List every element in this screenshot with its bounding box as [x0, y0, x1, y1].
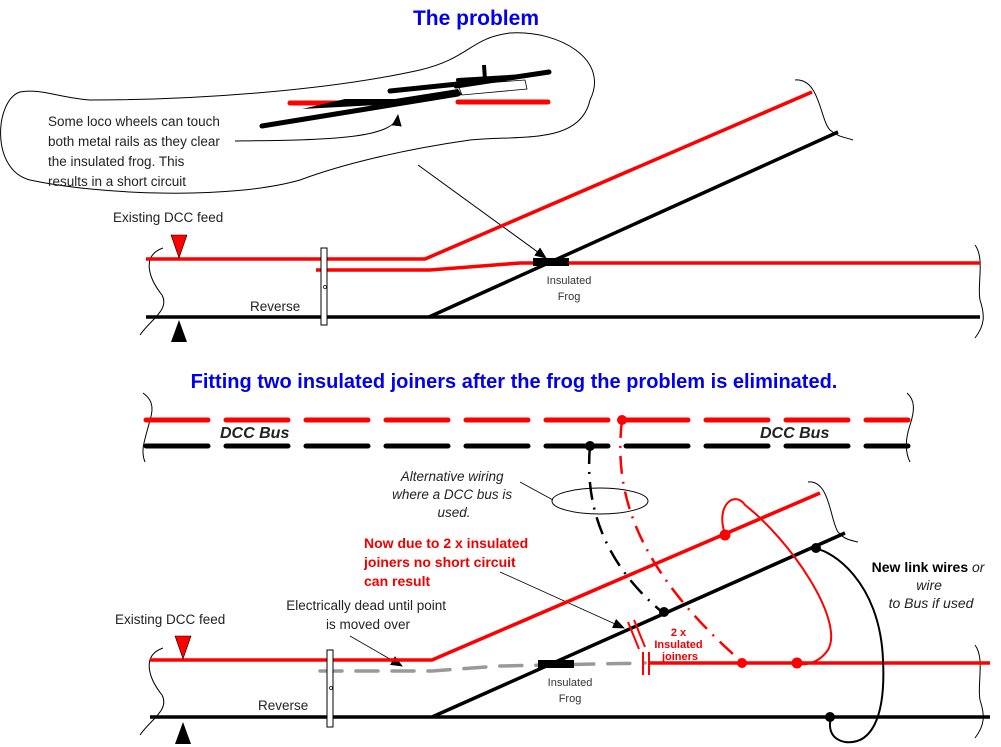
bus-drop-live [619, 419, 743, 663]
solder-dot-black-diverging [811, 543, 821, 553]
solder-dot-black-stock [825, 712, 835, 722]
top-outer-live-rail [146, 90, 813, 261]
track-break-left-bottom [139, 647, 165, 736]
callout-text: Some loco wheels can touch both metal ra… [48, 114, 224, 189]
top-track [146, 90, 980, 326]
top-tie-bar [320, 247, 328, 326]
title-the-problem: The problem [413, 7, 539, 30]
bottom-insulated-frog [538, 660, 574, 668]
top-insulated-frog [533, 258, 569, 266]
solder-dot-red-stock [791, 657, 803, 669]
bottom-reverse-label: Reverse [258, 698, 308, 713]
top-feed-black-triangle [171, 320, 187, 342]
bottom-feed-label: Existing DCC feed [115, 612, 225, 627]
track-break-diverging-bottom [807, 481, 859, 543]
link-wire-label: New link wires or wire to Bus if used [872, 559, 989, 611]
solder-dot-red-bus [737, 658, 747, 668]
callout-balloon [0, 32, 596, 194]
track-break-diverging-top [794, 79, 854, 141]
track-break-right-bottom [974, 644, 984, 739]
top-diverging-return-rail [428, 130, 839, 319]
bus-label-right: DCC Bus [760, 425, 829, 442]
joiners-label: 2 x Insulated joiners [654, 627, 705, 663]
alt-wiring-text: Alternative wiring where a DCC bus is us… [392, 469, 516, 520]
bus-label-left: DCC Bus [220, 425, 289, 442]
track-break-left-top [139, 247, 165, 336]
top-feed-label: Existing DCC feed [113, 210, 223, 225]
title-solution: Fitting two insulated joiners after the … [191, 371, 838, 393]
bus-break-right [905, 392, 914, 463]
track-break-right-top [974, 244, 984, 339]
alt-wiring-pointer [519, 481, 554, 501]
bottom-tie-bar [326, 649, 334, 728]
callout-pointer [417, 164, 547, 259]
solder-dot-red-diverging [719, 529, 731, 541]
wheel-illustration [234, 64, 552, 142]
bottom-feed-black-triangle [175, 722, 191, 744]
bottom-outer-live-rail [150, 491, 821, 662]
insulated-joiners [627, 619, 650, 675]
top-frog-label-2: Frog [558, 291, 581, 303]
bottom-frog-label-1: Insulated [548, 677, 593, 689]
no-short-circuit-note: Now due to 2 x insulated joiners no shor… [363, 535, 532, 589]
top-reverse-label: Reverse [250, 299, 300, 314]
alt-wiring-ellipse [551, 487, 649, 515]
bus-break-left [142, 392, 153, 463]
bottom-track [150, 491, 990, 728]
bottom-dead-rail [318, 661, 647, 673]
black-link-wire [815, 548, 885, 744]
bottom-feed-red-triangle [174, 635, 192, 660]
bottom-frog-label-2: Frog [559, 693, 582, 705]
no-short-pointer [499, 571, 625, 629]
bus-drop-return [587, 445, 663, 613]
top-stock-live-rail [316, 261, 980, 272]
solder-dot-black-bus [659, 607, 669, 617]
dead-rail-note: Electrically dead until point is moved o… [286, 598, 450, 632]
top-frog-label-1: Insulated [547, 275, 592, 287]
top-feed-red-triangle [170, 234, 188, 259]
bottom-diverging-return-rail [431, 531, 846, 719]
red-link-wire [721, 498, 833, 666]
